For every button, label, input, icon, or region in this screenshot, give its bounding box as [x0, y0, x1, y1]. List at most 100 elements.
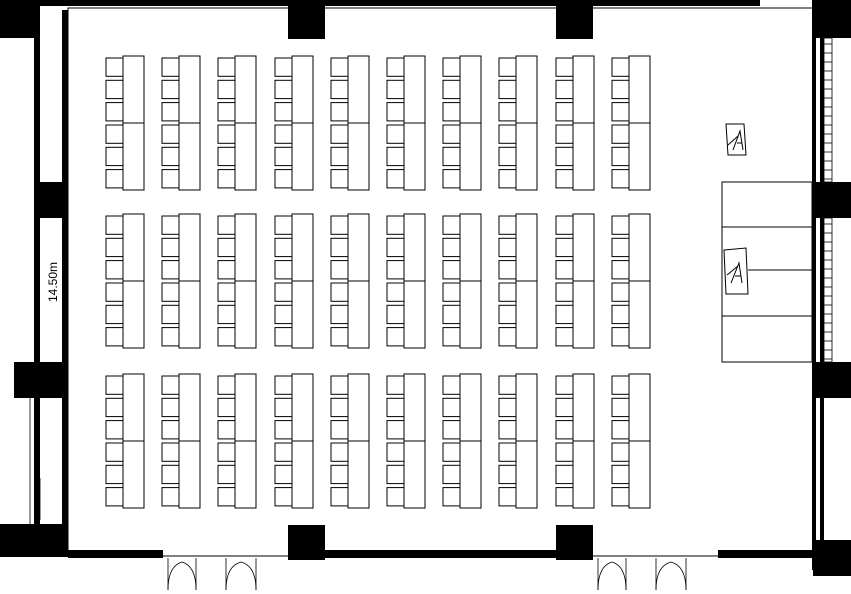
- chair: [442, 442, 461, 462]
- chair: [442, 282, 461, 302]
- chair: [555, 397, 574, 418]
- seat-column: [217, 55, 257, 191]
- desk: [403, 55, 426, 124]
- chair: [611, 146, 630, 167]
- chair: [555, 327, 574, 347]
- desk: [122, 213, 145, 282]
- chair: [105, 102, 124, 122]
- desk: [515, 55, 538, 124]
- chair: [498, 169, 517, 189]
- chair: [330, 282, 349, 302]
- desk: [291, 440, 314, 509]
- desk: [515, 122, 538, 191]
- chair: [555, 375, 574, 395]
- chair: [442, 260, 461, 280]
- seat-column: [274, 55, 314, 191]
- chair: [611, 464, 630, 485]
- chair: [555, 102, 574, 122]
- chair: [161, 464, 180, 485]
- seat-column: [161, 373, 201, 509]
- desk: [628, 440, 651, 509]
- desk: [403, 440, 426, 509]
- desk: [291, 55, 314, 124]
- chair: [274, 442, 293, 462]
- chair: [330, 420, 349, 440]
- right-windows: [823, 37, 833, 363]
- chair: [442, 487, 461, 507]
- chair: [217, 169, 236, 189]
- chair: [442, 124, 461, 144]
- desk: [347, 373, 370, 442]
- chair: [386, 260, 405, 280]
- chair: [217, 442, 236, 462]
- desk: [459, 373, 482, 442]
- desk: [122, 122, 145, 191]
- chair: [161, 237, 180, 258]
- chair: [498, 215, 517, 235]
- seat-column: [161, 55, 201, 191]
- chair: [217, 124, 236, 144]
- chair: [105, 146, 124, 167]
- desk: [628, 213, 651, 282]
- desk: [178, 55, 201, 124]
- desk: [403, 122, 426, 191]
- seat-column: [330, 55, 370, 191]
- desk: [572, 122, 595, 191]
- chair: [161, 57, 180, 77]
- chair: [330, 124, 349, 144]
- chair: [105, 124, 124, 144]
- chair: [555, 464, 574, 485]
- chair: [274, 237, 293, 258]
- desk: [628, 280, 651, 349]
- chair: [611, 102, 630, 122]
- seat-column: [555, 213, 595, 349]
- chair: [386, 102, 405, 122]
- desk: [459, 440, 482, 509]
- chair: [274, 304, 293, 325]
- chair: [555, 124, 574, 144]
- seat-column: [105, 213, 145, 349]
- chair: [442, 397, 461, 418]
- desk: [572, 440, 595, 509]
- chair: [555, 304, 574, 325]
- chair: [330, 169, 349, 189]
- chair: [161, 327, 180, 347]
- door-frame: [597, 558, 627, 590]
- chair: [442, 169, 461, 189]
- chair: [555, 146, 574, 167]
- seat-column: [611, 55, 651, 191]
- chair: [498, 282, 517, 302]
- desk: [291, 122, 314, 191]
- chair: [105, 304, 124, 325]
- desk: [234, 55, 257, 124]
- chair: [611, 79, 630, 100]
- chair: [442, 420, 461, 440]
- chair: [217, 304, 236, 325]
- chair: [386, 464, 405, 485]
- chair: [217, 327, 236, 347]
- chair: [274, 215, 293, 235]
- chair: [386, 282, 405, 302]
- desk: [234, 440, 257, 509]
- chair: [105, 464, 124, 485]
- chair: [105, 79, 124, 100]
- chair: [386, 237, 405, 258]
- chair: [105, 57, 124, 77]
- chair: [330, 464, 349, 485]
- chair: [386, 420, 405, 440]
- chair: [105, 237, 124, 258]
- chair: [274, 420, 293, 440]
- desk: [572, 55, 595, 124]
- chair: [161, 282, 180, 302]
- seat-column: [105, 55, 145, 191]
- desk: [178, 440, 201, 509]
- chair: [161, 79, 180, 100]
- chair: [611, 375, 630, 395]
- seat-column: [498, 55, 538, 191]
- desk: [572, 213, 595, 282]
- desk: [347, 55, 370, 124]
- chair: [555, 442, 574, 462]
- chair: [217, 237, 236, 258]
- seat-column: [555, 373, 595, 509]
- chair: [386, 442, 405, 462]
